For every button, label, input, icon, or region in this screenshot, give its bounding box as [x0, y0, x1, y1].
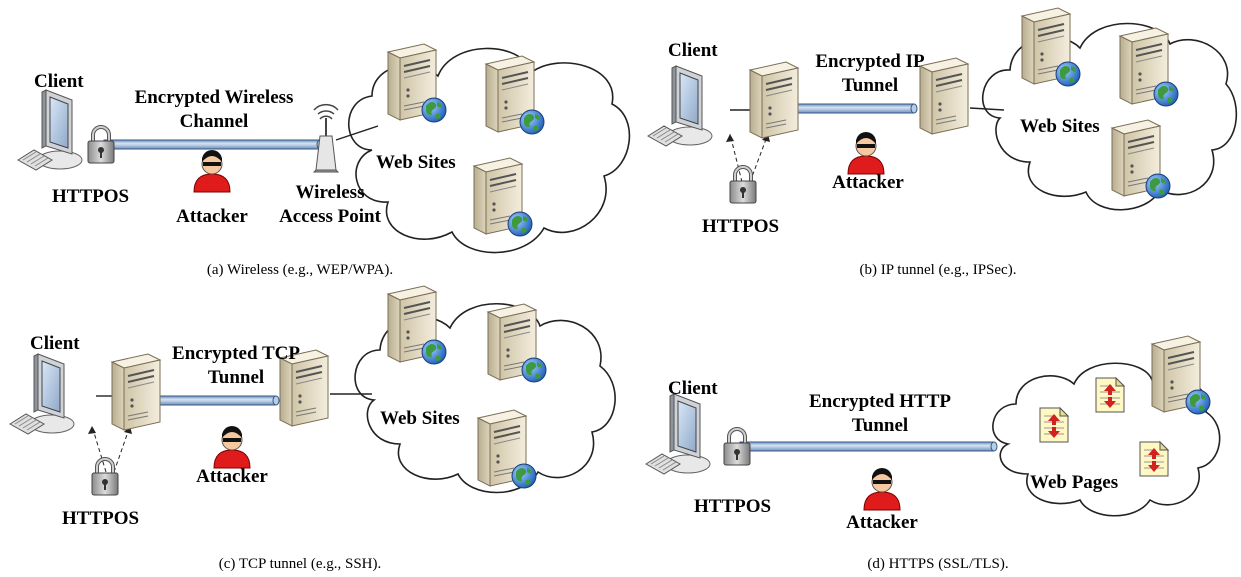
tunnel-label-line1: Encrypted TCP [172, 343, 300, 364]
attacker-person-icon [213, 425, 251, 469]
client-label: Client [30, 333, 80, 354]
panel-c: Client Encrypted TCP Tunnel HTTPOS Attac… [9, 286, 616, 572]
wireless-access-point-icon [313, 103, 339, 173]
web-page-icon [1039, 407, 1069, 443]
caption-a: (a) Wireless (e.g., WEP/WPA). [207, 262, 393, 278]
desktop-computer-icon [645, 393, 711, 475]
attacker-person-icon [193, 149, 231, 193]
attacker-label: Attacker [176, 206, 248, 227]
client-label: Client [34, 71, 84, 92]
tunnel-server-icon [111, 353, 161, 431]
padlock-icon [86, 125, 116, 165]
client-label: Client [668, 40, 718, 61]
attacker-person-icon [863, 467, 901, 511]
desktop-computer-icon [9, 353, 75, 435]
cloud-label: Web Sites [376, 152, 456, 173]
access-point-label-line2: Access Point [279, 206, 382, 227]
web-page-icon [1139, 441, 1169, 477]
caption-c: (c) TCP tunnel (e.g., SSH). [219, 556, 382, 572]
tunnel-label-line2: Tunnel [208, 367, 264, 388]
cloud-label: Web Sites [1020, 116, 1100, 137]
caption-b: (b) IP tunnel (e.g., IPSec). [860, 262, 1017, 278]
attacker-label: Attacker [196, 466, 268, 487]
channel-label-line2: Channel [180, 111, 249, 132]
desktop-computer-icon [17, 89, 83, 171]
encrypted-http-tunnel [739, 441, 998, 452]
encrypted-ip-tunnel [793, 103, 918, 114]
tunnel-label-line1: Encrypted IP [815, 51, 925, 72]
cloud-label: Web Sites [380, 408, 460, 429]
httpos-label: HTTPOS [52, 186, 129, 207]
web-server-icon [1152, 336, 1210, 414]
panel-d: Client Encrypted HTTP Tunnel HTTPOS Atta… [645, 336, 1221, 572]
web-page-icon [1095, 377, 1125, 413]
panel-b: Client Encrypted IP Tunnel HTTPOS Attack… [647, 8, 1238, 278]
padlock-icon [728, 165, 758, 205]
access-point-label-line1: Wireless [296, 182, 365, 203]
httpos-label: HTTPOS [62, 508, 139, 529]
caption-d: (d) HTTPS (SSL/TLS). [867, 556, 1008, 572]
padlock-icon [90, 457, 120, 497]
tunnel-label-line2: Tunnel [852, 415, 908, 436]
desktop-computer-icon [647, 65, 713, 147]
cloud-label: Web Pages [1030, 472, 1118, 493]
attacker-label: Attacker [846, 512, 918, 533]
panel-a: Client Encrypted Wireless Channel HTTPOS… [17, 44, 631, 278]
attacker-label: Attacker [832, 172, 904, 193]
tunnel-label-line1: Encrypted HTTP [809, 391, 951, 412]
tunnel-server-icon [919, 57, 969, 135]
httpos-label: HTTPOS [702, 216, 779, 237]
channel-label-line1: Encrypted Wireless [135, 87, 294, 108]
encrypted-tcp-tunnel [155, 395, 280, 406]
client-label: Client [668, 378, 718, 399]
encrypted-wireless-channel [103, 139, 324, 150]
padlock-icon [722, 427, 752, 467]
tunnel-label-line2: Tunnel [842, 75, 898, 96]
tunnel-server-icon [749, 61, 799, 139]
attacker-person-icon [847, 131, 885, 175]
httpos-label: HTTPOS [694, 496, 771, 517]
